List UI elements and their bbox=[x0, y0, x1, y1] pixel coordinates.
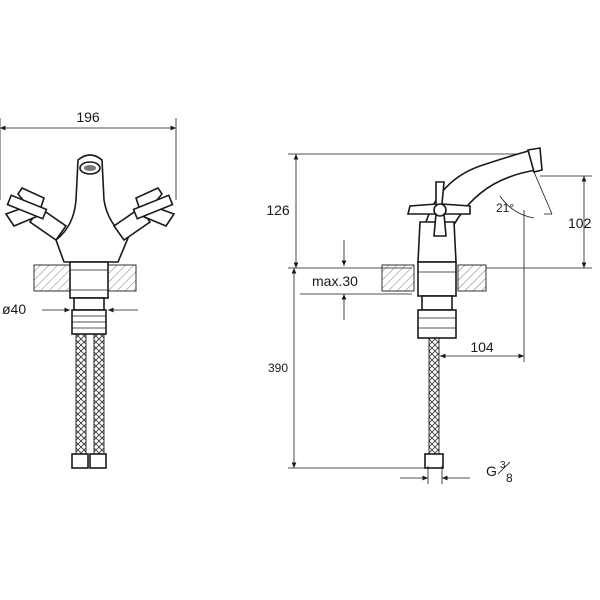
diameter-dimension: ø40 bbox=[2, 301, 138, 317]
height-label: 126 bbox=[266, 202, 290, 218]
thread-prefix: G bbox=[486, 463, 497, 479]
faucet-body-front bbox=[4, 154, 176, 335]
angle-label: 21° bbox=[496, 201, 514, 215]
diameter-label: ø40 bbox=[2, 301, 26, 317]
hose-length-label: 390 bbox=[268, 361, 288, 375]
angle-dimension: 21° bbox=[496, 171, 553, 219]
thread-numerator: 3 bbox=[500, 460, 506, 471]
side-view: 126 max.30 390 bbox=[266, 147, 592, 485]
spout-height-dimension: 102 bbox=[486, 175, 592, 269]
reach-label: 104 bbox=[470, 339, 494, 355]
width-label: 196 bbox=[76, 109, 100, 125]
reach-dimension: 104 bbox=[440, 210, 525, 362]
hose-length-dimension: 390 bbox=[268, 268, 426, 469]
deck-section-side bbox=[381, 264, 487, 292]
front-view: 196 bbox=[0, 109, 177, 469]
spout-height-label: 102 bbox=[568, 215, 592, 231]
deck-thickness-label: max.30 bbox=[312, 273, 358, 289]
thread-denominator: 8 bbox=[506, 471, 513, 485]
width-dimension: 196 bbox=[0, 109, 177, 200]
thread-dimension: G 3 8 bbox=[400, 460, 513, 485]
faucet-body-side bbox=[406, 147, 543, 469]
supply-hoses-front bbox=[71, 333, 107, 469]
deck-thickness-dimension: max.30 bbox=[300, 240, 412, 320]
